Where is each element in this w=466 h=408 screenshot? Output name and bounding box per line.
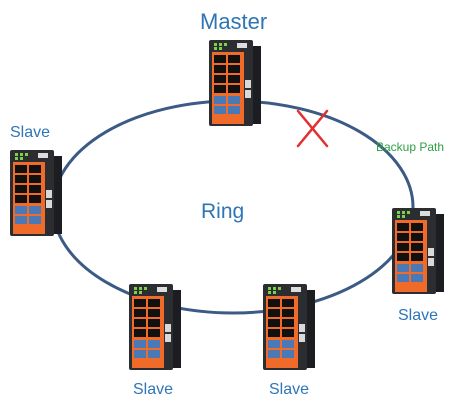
backup-path-label: Backup Path <box>376 140 445 154</box>
slave-switch-left-icon <box>10 150 62 236</box>
slave-label-bottom-left: Slave <box>133 381 174 398</box>
slave-label-bottom-right: Slave <box>269 381 310 398</box>
slave-switch-bottom-left-icon <box>129 284 181 370</box>
slave-label-left: Slave <box>10 124 51 141</box>
master-label: Master <box>200 9 268 34</box>
master-switch-icon <box>209 40 261 126</box>
x-mark-icon <box>296 109 329 148</box>
slave-label-right: Slave <box>398 307 439 324</box>
slave-switch-bottom-right-icon <box>263 284 315 370</box>
ring-label: Ring <box>201 200 245 223</box>
slave-switch-right-icon <box>392 208 444 294</box>
